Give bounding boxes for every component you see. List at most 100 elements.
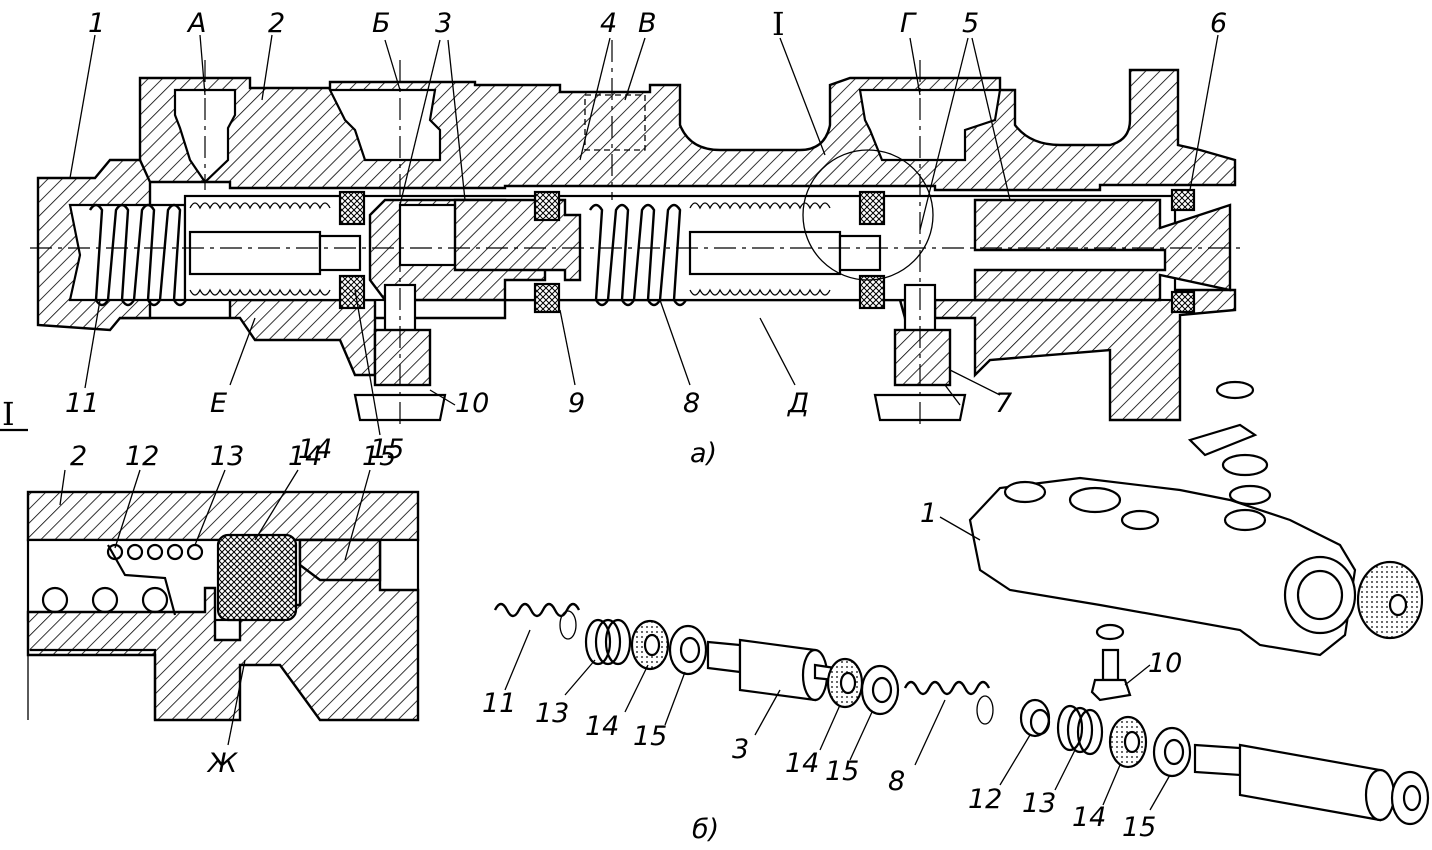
- detail-label-2: 2: [70, 441, 87, 472]
- label-part-15: 15: [370, 434, 404, 465]
- detail-view-i: I 2 12 13: [0, 395, 420, 779]
- detail-part-15: [298, 538, 382, 582]
- exploded-label-12: 12: [968, 784, 1002, 815]
- cylinder-body-top: [138, 68, 1237, 192]
- seal-6-bottom: [1170, 290, 1196, 314]
- exploded-label-13a: 13: [535, 698, 569, 729]
- fitting-seal: [1228, 484, 1272, 506]
- rod-right: [688, 230, 842, 276]
- exploded-label-14a: 14: [585, 711, 619, 742]
- label-part-4: 4: [600, 8, 617, 39]
- label-detail-i: I: [2, 395, 15, 433]
- seal-14-lower-right: [858, 274, 886, 310]
- exploded-seal-14a-hole: [643, 633, 661, 657]
- seal-6-top: [1170, 188, 1196, 212]
- rear-plug: [973, 198, 1232, 302]
- label-part-6: 6: [1210, 8, 1227, 39]
- fitting-valve: [1221, 453, 1269, 477]
- housing-boss-3: [1120, 509, 1160, 531]
- detail-label-13: 13: [210, 441, 244, 472]
- label-part-11: 11: [65, 388, 99, 419]
- leader-lines-exploded: [504, 516, 1171, 811]
- detail-label-zh: Ж: [206, 748, 238, 779]
- exploded-label-14c: 14: [1072, 802, 1106, 833]
- label-part-7: 7: [995, 388, 1012, 419]
- caption-b: б): [692, 814, 719, 845]
- detail-label-12: 12: [125, 441, 159, 472]
- exploded-spring-8: [903, 680, 994, 725]
- exploded-spring-13a: [584, 618, 632, 666]
- housing-boss-2: [1068, 486, 1122, 514]
- label-part-2: 2: [268, 8, 285, 39]
- end-cap-hole: [1388, 593, 1408, 617]
- spring-8: [588, 203, 688, 307]
- detail-label-15: 15: [362, 441, 396, 472]
- exploded-spring-11: [493, 602, 581, 640]
- exploded-piston-5: [1193, 743, 1396, 822]
- label-cavity-e: Е: [210, 388, 227, 419]
- exploded-label-14b: 14: [785, 748, 819, 779]
- screw-washer: [1095, 623, 1125, 641]
- exploded-label-1: 1: [920, 498, 937, 529]
- exploded-label-8: 8: [888, 766, 905, 797]
- rod-right-tip: [838, 234, 882, 272]
- exploded-label-10: 10: [1148, 648, 1182, 679]
- rod-left-tip: [318, 234, 362, 272]
- label-port-a: А: [186, 8, 206, 39]
- fitting-washer: [1215, 380, 1255, 400]
- exploded-cup-15b-hole: [871, 676, 893, 704]
- detail-leaders: [59, 469, 371, 746]
- exploded-cup-15c-hole: [1163, 738, 1185, 766]
- leader-lines-main: [69, 34, 1219, 436]
- port-v-dashed: [584, 94, 646, 151]
- exploded-label-11: 11: [482, 688, 516, 719]
- label-port-b: Б: [372, 8, 391, 39]
- rod-left: [188, 230, 322, 276]
- label-section-i: I: [772, 5, 785, 43]
- secondary-piston: [453, 198, 582, 282]
- screw-shank: [1101, 648, 1120, 682]
- seal-14-upper-left: [338, 190, 366, 226]
- spring-small-left: [189, 202, 331, 296]
- exploded-label-15a: 15: [633, 721, 667, 752]
- seal-14-upper-right: [858, 190, 886, 226]
- cylinder-body-bottom: [120, 288, 1237, 422]
- detail-seal-14: [216, 533, 298, 622]
- detail-retainer-12: [107, 544, 177, 616]
- exploded-end-seal-hole: [1402, 784, 1422, 812]
- seal-9-upper: [533, 190, 561, 222]
- exploded-spring-13b: [1056, 704, 1104, 756]
- spring-small-right: [689, 202, 831, 296]
- exploded-label-13b: 13: [1022, 788, 1056, 819]
- detail-label-14: 14: [288, 441, 322, 472]
- label-port-v: В: [638, 8, 657, 39]
- exploded-cup-15a-hole: [679, 636, 701, 664]
- label-part-10: 10: [455, 388, 489, 419]
- detail-housing-top: [26, 490, 420, 542]
- main-section-view: 1 А 2 Б 3 4 В I Г 5 6 11 Е 14 15 10 9 8 …: [30, 5, 1245, 469]
- label-part-5: 5: [962, 8, 979, 39]
- label-port-g: Г: [900, 8, 917, 39]
- caption-a: а): [690, 438, 717, 469]
- exploded-label-3: 3: [732, 734, 749, 765]
- housing-bore-inner: [1296, 569, 1344, 621]
- detail-piston: [26, 538, 420, 722]
- label-part-9: 9: [568, 388, 585, 419]
- label-cavity-d: Д: [787, 388, 809, 419]
- housing-boss-1: [1003, 480, 1047, 504]
- detail-circle-i: [802, 149, 934, 281]
- exploded-piston-3: [706, 638, 837, 702]
- seal-14-lower-left: [338, 274, 366, 310]
- exploded-label-15c: 15: [1122, 812, 1156, 843]
- port-g: [858, 88, 1002, 162]
- exploded-retainer-12: [1019, 698, 1051, 738]
- label-part-14: 14: [298, 434, 332, 465]
- fitting-pin: [1187, 423, 1258, 457]
- label-part-1: 1: [88, 8, 105, 39]
- exploded-seal-14b-hole: [839, 671, 857, 695]
- detail-step: [30, 648, 157, 720]
- screw-head: [1090, 678, 1132, 702]
- port-b: [328, 88, 442, 162]
- label-part-3: 3: [435, 8, 452, 39]
